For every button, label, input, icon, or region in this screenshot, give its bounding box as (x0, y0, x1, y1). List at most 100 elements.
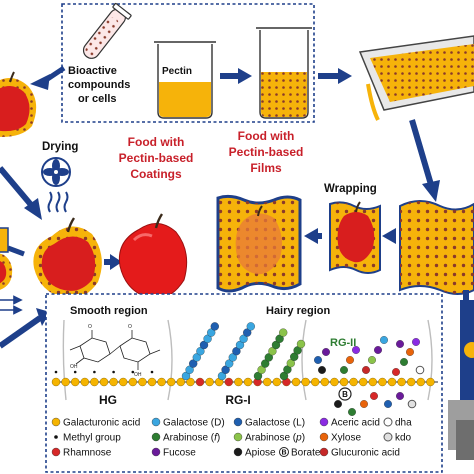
films-title-2: Pectin-based (229, 145, 304, 159)
top-preparation-panel (61, 3, 315, 123)
galacturonic-unit (291, 377, 301, 387)
galacturonic-unit (397, 377, 406, 387)
rg2-sugar-unit (362, 366, 370, 374)
rg2-sugar-unit (396, 340, 404, 348)
legend-item: kdo (383, 432, 412, 444)
legend-item: Methyl group (54, 433, 121, 444)
rg2-sugar-unit (406, 348, 414, 356)
arabinan-chain-bead (257, 365, 266, 374)
galacturonic-unit (128, 377, 138, 387)
legend-label: Methyl group (63, 433, 121, 444)
galactan-chain-bead (243, 328, 252, 337)
casting-tray (358, 35, 474, 121)
galacturonic-unit (263, 377, 272, 387)
rg2-sugar-unit (384, 400, 392, 408)
galactan-chain-bead (207, 328, 216, 337)
legend-label: Arabinose (f) (163, 433, 220, 444)
galacturonic-unit (272, 377, 281, 387)
galactan-chain-bead (232, 347, 241, 356)
galacturonic-unit (147, 377, 157, 387)
arabinan-chain-bead (253, 371, 263, 381)
arabinan-chain-bead (279, 371, 289, 381)
arabinan-chain-bead (271, 340, 281, 350)
methyl-group (150, 370, 154, 374)
galacturonic-unit (407, 377, 416, 387)
rg2-sugar-unit (352, 346, 360, 354)
legend-item: Galactose (D) (151, 418, 225, 429)
rg2-sugar-unit (346, 356, 354, 364)
films-title-1: Food with (238, 129, 295, 143)
arrow-to-film (409, 119, 435, 189)
pectin-beaker (154, 41, 216, 119)
legend-swatch (319, 417, 329, 427)
hg-atom-label: O (128, 324, 132, 330)
arrow-into-panel-head (30, 74, 50, 90)
methyl-group (73, 370, 77, 374)
region-bracket-left (62, 319, 67, 401)
arrow-to-tray-head (338, 68, 352, 84)
galacturonic-unit (176, 377, 186, 387)
coatings-title-1: Food with (128, 135, 185, 149)
legend-label: kdo (395, 433, 412, 444)
legend-borate-symbol: B (281, 450, 286, 457)
arabinan-chain-bead (261, 359, 270, 368)
bioactive-label-2: compounds (68, 79, 130, 91)
methyl-group (93, 370, 96, 374)
rg2-sugar-unit (392, 368, 400, 376)
arabinan-chain-bead (275, 334, 284, 343)
legend-item: Fucose (151, 448, 196, 459)
rg2-sugar-unit (412, 338, 420, 346)
galactan-chain-bead (228, 353, 237, 362)
rg2-sugar-unit (370, 392, 378, 400)
wrapping-label: Wrapping (324, 183, 377, 195)
apple-dipped-left (0, 71, 37, 137)
galactan-chain-bead (199, 340, 209, 350)
galacturonic-unit (311, 377, 320, 387)
galacturonic-unit (138, 377, 147, 387)
galactan-chain-bead (196, 347, 205, 356)
backbone-chain (51, 370, 438, 387)
hg-atom-label: OH (70, 364, 78, 370)
hairy-region-label: Hairy region (266, 305, 330, 317)
galacturonic-unit (330, 377, 339, 387)
kdo-ring (407, 399, 417, 409)
legend-swatch (51, 417, 61, 427)
legend-swatch (233, 432, 243, 442)
right-extruder-inner (456, 420, 474, 460)
legend-swatch (279, 447, 289, 457)
legend-swatch (319, 432, 329, 442)
rg2-sugar-unit (396, 392, 404, 400)
borate-marker: B (338, 387, 352, 401)
galacturonic-unit (186, 377, 195, 387)
hg-atom-label: O (88, 324, 92, 330)
right-pectin-drop (464, 342, 474, 358)
legend-label: Borate (291, 448, 321, 459)
galacturonic-unit (61, 377, 70, 387)
apple-left-bottom (0, 253, 13, 290)
galacturonic-unit (70, 377, 80, 387)
coatings-title-3: Coatings (130, 167, 182, 181)
legend-label: Galactose (L) (245, 418, 305, 429)
pectin-label: Pectin (162, 66, 192, 77)
galactan-chain-bead (181, 371, 191, 381)
bioactive-label-3: or cells (78, 93, 117, 105)
legend-item: Apiose (233, 448, 276, 459)
arabinan-chain-bead (283, 365, 292, 374)
left-film-piece (0, 227, 9, 253)
legend-swatch (319, 447, 329, 457)
pectin-film-sheet (399, 200, 474, 295)
methyl-group (131, 370, 135, 374)
rg2-sugar-unit (400, 358, 408, 366)
dha-ring (415, 365, 425, 375)
galacturonic-unit (416, 377, 425, 387)
legend-item: Xylose (319, 432, 361, 444)
apple-with-coating (33, 217, 102, 299)
galactan-chain-bead (239, 334, 248, 343)
galacturonic-unit (387, 377, 397, 387)
legend-label: Apiose (245, 448, 276, 459)
test-tube (82, 2, 132, 59)
arrow-diagonal-left (0, 166, 35, 208)
legend-item: B Borate (279, 447, 321, 459)
arrow-diagonal-left-head (24, 198, 42, 220)
